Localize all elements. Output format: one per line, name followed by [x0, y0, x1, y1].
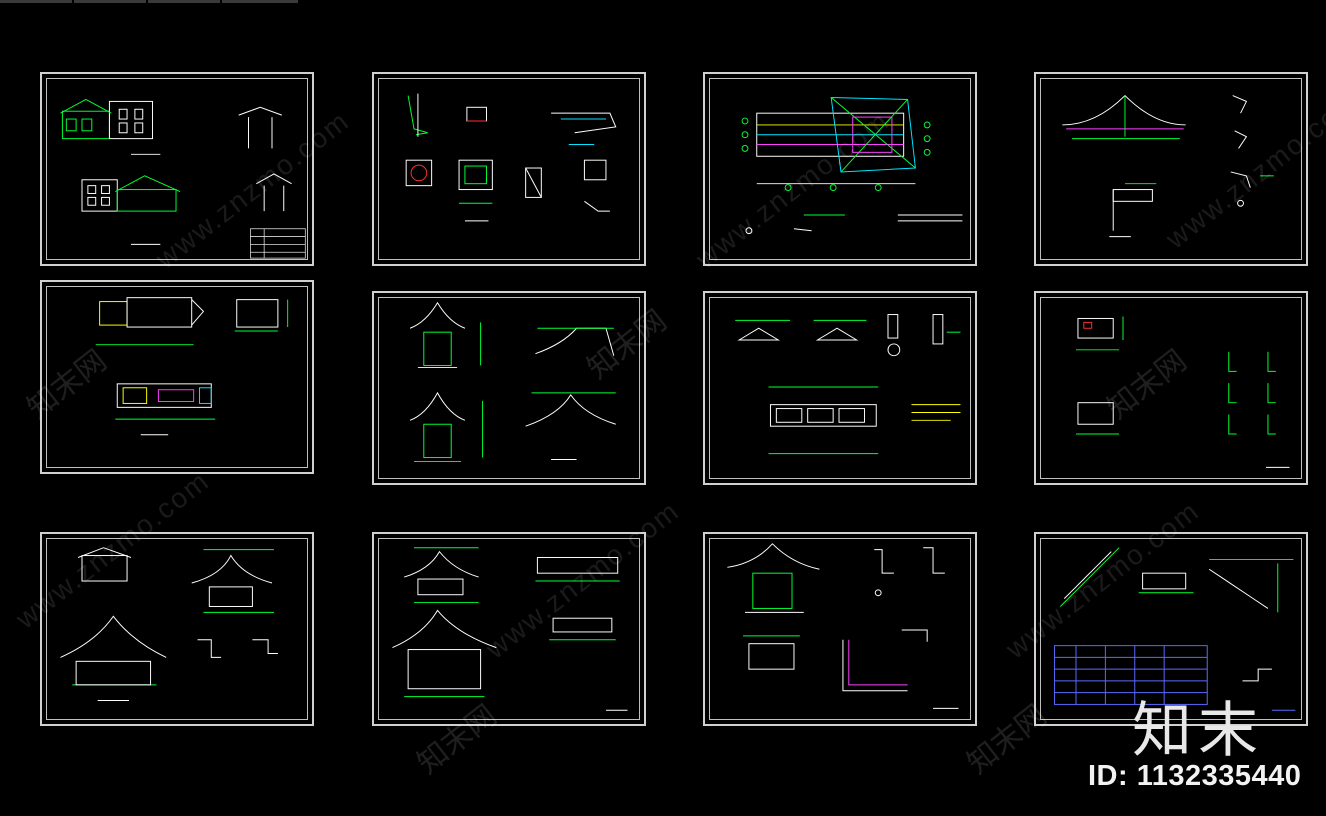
drawing-sheet-2[interactable]: [372, 72, 646, 266]
drawing-sheet-7[interactable]: [703, 291, 977, 485]
sheet-12-drawing: [1053, 547, 1296, 711]
sheet-6-drawing: [409, 301, 616, 462]
sheet-10-drawing: [392, 547, 628, 711]
tab-4[interactable]: [222, 0, 298, 3]
sheet-7-drawing: [735, 314, 961, 455]
drawing-sheet-1[interactable]: [40, 72, 314, 266]
drawing-sheet-5[interactable]: [40, 280, 314, 474]
drawing-sheet-8[interactable]: [1034, 291, 1308, 485]
sheet-8-drawing: [1076, 316, 1290, 468]
drawing-sheet-6[interactable]: [372, 291, 646, 485]
tab-1[interactable]: [0, 0, 72, 3]
sheet-11-drawing: [727, 543, 959, 709]
drawing-sheet-12[interactable]: [1034, 532, 1308, 726]
brand-logo: 知末: [1132, 696, 1264, 766]
tab-3[interactable]: [148, 0, 220, 3]
sheet-2-drawing: [405, 93, 617, 222]
drawing-sheet-10[interactable]: [372, 532, 646, 726]
sheet-3-drawing: [741, 97, 963, 235]
drawing-sheet-3[interactable]: [703, 72, 977, 266]
sheet-9-drawing: [60, 547, 278, 701]
sheet-4-drawing: [1062, 94, 1274, 238]
drawing-sheet-11[interactable]: [703, 532, 977, 726]
drawing-sheet-9[interactable]: [40, 532, 314, 726]
sheet-5-drawing: [95, 297, 289, 436]
sheet-1-drawing: [60, 98, 306, 259]
tab-2[interactable]: [74, 0, 146, 3]
viewer-tab-strip: [0, 0, 1326, 4]
drawing-sheet-4[interactable]: [1034, 72, 1308, 266]
asset-id-label: ID: 1132335440: [1088, 760, 1302, 792]
